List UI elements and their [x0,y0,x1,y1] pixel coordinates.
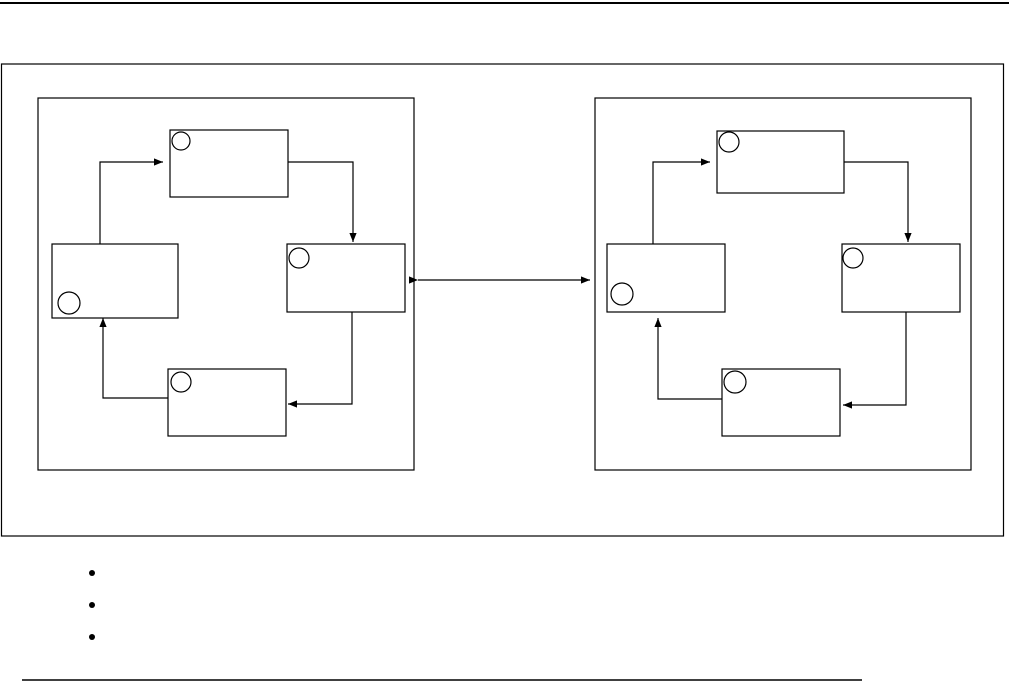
right-box-left-marker [610,282,634,306]
right-box-top-marker [718,131,740,153]
right-cycle-panel [594,97,972,471]
left-box-right-marker [288,247,310,269]
right-box-right [841,243,961,313]
right-box-left [606,243,726,313]
right-box-bottom [721,368,841,437]
right-arrow-top-to-right [844,161,912,242]
left-box-bottom-marker [170,371,192,393]
left-box-left-marker [57,291,81,315]
left-cycle-panel [37,97,415,471]
right-arrow-bottom-to-left [654,318,722,400]
left-arrow-bottom-to-left [99,318,168,399]
left-box-left [51,243,179,319]
outer-frame [0,63,1005,537]
right-box-right-marker [842,247,864,269]
right-box-bottom-marker [723,370,747,394]
right-arrow-left-to-top [652,158,710,244]
left-box-right [286,243,406,313]
right-box-top [716,130,845,194]
left-box-bottom [167,368,287,437]
left-panel-frame [37,97,415,471]
left-arrow-right-to-bottom [288,312,353,408]
bullet-dot-1 [89,570,95,576]
left-box-top [169,129,289,198]
right-panel-frame [594,97,972,471]
left-arrow-top-to-right [288,161,357,242]
bullet-dot-3 [89,634,95,640]
left-box-top-marker [171,131,191,151]
bullet-dot-2 [89,602,95,608]
right-arrow-right-to-bottom [843,312,907,409]
left-arrow-left-to-top [99,158,163,244]
